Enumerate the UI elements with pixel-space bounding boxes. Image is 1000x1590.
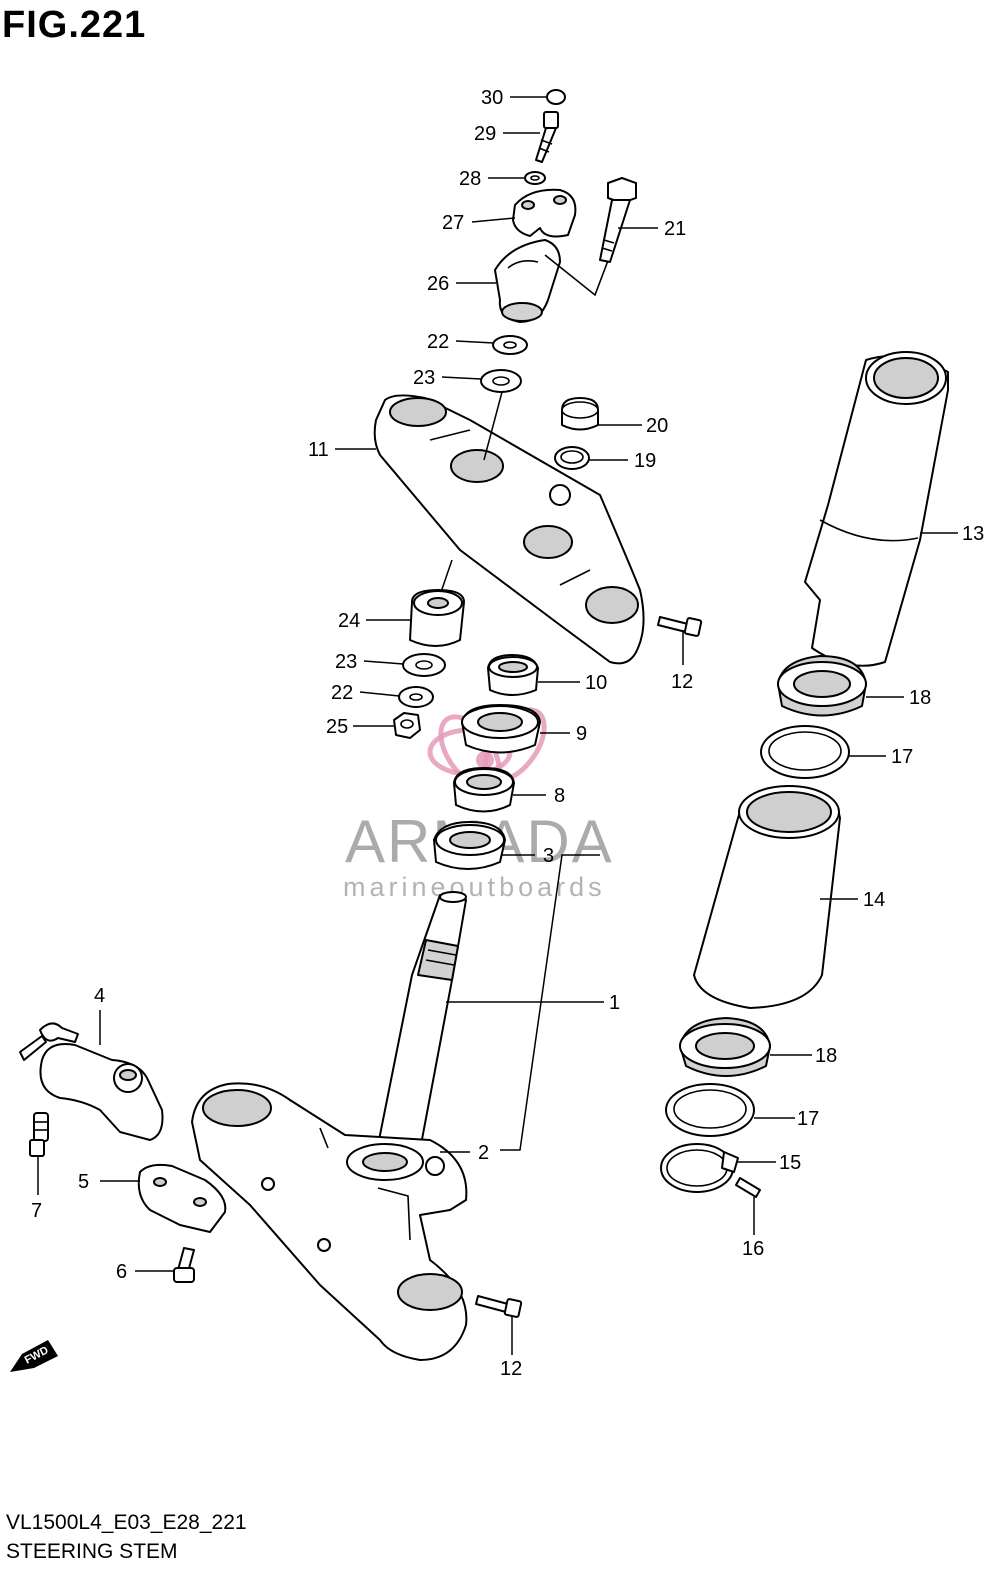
- part-18-spacer-upper: [777, 655, 867, 717]
- part-2-lower-bracket: [191, 1082, 468, 1361]
- callout-20: 20: [646, 415, 668, 437]
- fwd-arrow: FWD: [10, 1340, 58, 1372]
- part-28-washer: [524, 171, 546, 185]
- callout-23-upper: 23: [413, 367, 435, 389]
- callout-28: 28: [459, 168, 481, 190]
- callout-12-upper: 12: [671, 671, 693, 693]
- part-19-ring: [554, 446, 590, 470]
- callout-30: 30: [481, 87, 503, 109]
- part-24-spacer: [409, 589, 465, 647]
- part-6-bolt: [173, 1247, 195, 1283]
- part-4-ignition-switch: [19, 1022, 164, 1141]
- part-30-cap: [546, 89, 566, 105]
- callout-22-lower: 22: [331, 682, 353, 704]
- part-9-dust-seal: [461, 704, 541, 754]
- part-5-cover: [137, 1163, 227, 1233]
- callout-9: 9: [576, 723, 587, 745]
- part-7-screw: [29, 1112, 49, 1157]
- callout-29: 29: [474, 123, 496, 145]
- callout-26: 26: [427, 273, 449, 295]
- part-23-washer-upper: [480, 369, 522, 393]
- part-22-washer-upper: [492, 335, 528, 355]
- figure-name: STEERING STEM: [6, 1540, 178, 1563]
- part-17-ring-upper: [760, 725, 850, 779]
- callout-12-lower: 12: [500, 1358, 522, 1380]
- callout-11: 11: [308, 439, 329, 461]
- figure-footer: VL1500L4_E03_E28_221 STEERING STEM: [6, 1508, 247, 1566]
- callout-25: 25: [326, 716, 348, 738]
- part-3-bearing: [433, 821, 506, 870]
- part-21-bolt: [599, 177, 637, 263]
- callout-3: 3: [543, 845, 554, 867]
- callout-17-upper: 17: [891, 746, 913, 768]
- part-17-ring-lower: [665, 1083, 755, 1137]
- part-23-washer-lower: [402, 653, 446, 677]
- part-1-steering-stem: [377, 891, 467, 1151]
- callout-7: 7: [31, 1200, 42, 1222]
- callout-14: 14: [863, 889, 885, 911]
- callout-4: 4: [94, 985, 105, 1007]
- part-29-bolt: [535, 111, 559, 163]
- callouts: 30 29 28 27 26 21 22 23 20 19 11 13 24 1…: [31, 87, 984, 1380]
- part-12-bolt-upper: [657, 616, 703, 637]
- callout-6: 6: [116, 1261, 127, 1283]
- callout-2: 2: [478, 1142, 489, 1164]
- watermark-tagline: marineoutboards: [343, 872, 606, 902]
- callout-23-lower: 23: [335, 651, 357, 673]
- figure-code: VL1500L4_E03_E28_221: [6, 1511, 247, 1534]
- part-25-nut: [393, 712, 421, 739]
- callout-8: 8: [554, 785, 565, 807]
- part-14-lower-cover: [693, 785, 841, 1009]
- callout-27: 27: [442, 212, 464, 234]
- part-15-clamp: [660, 1143, 739, 1193]
- part-8-bearing: [453, 767, 515, 813]
- callout-21: 21: [664, 218, 686, 240]
- callout-13: 13: [962, 523, 984, 545]
- callout-1: 1: [609, 992, 620, 1014]
- part-22-washer-lower: [398, 686, 434, 708]
- callout-15: 15: [779, 1152, 801, 1174]
- callout-22-upper: 22: [427, 331, 449, 353]
- part-13-upper-cover: [804, 351, 949, 667]
- callout-16: 16: [742, 1238, 764, 1260]
- part-10-steering-nut: [487, 654, 539, 696]
- part-12-bolt-lower: [475, 1295, 523, 1318]
- part-27-handlebar-holder-upper: [512, 188, 577, 238]
- callout-17-lower: 17: [797, 1108, 819, 1130]
- callout-5: 5: [78, 1171, 89, 1193]
- part-16-screw: [735, 1177, 761, 1198]
- leader-lines: [37, 96, 958, 1355]
- callout-19: 19: [634, 450, 656, 472]
- figure-title: FIG.221: [2, 4, 147, 46]
- part-26-handlebar-holder-lower: [494, 239, 613, 323]
- callout-18-upper: 18: [909, 687, 931, 709]
- part-20-cap: [561, 397, 599, 431]
- callout-24: 24: [338, 610, 360, 632]
- part-11-upper-bracket: [373, 394, 645, 665]
- callout-10: 10: [585, 672, 607, 694]
- callout-18-lower: 18: [815, 1045, 837, 1067]
- part-18-spacer-lower: [679, 1017, 771, 1077]
